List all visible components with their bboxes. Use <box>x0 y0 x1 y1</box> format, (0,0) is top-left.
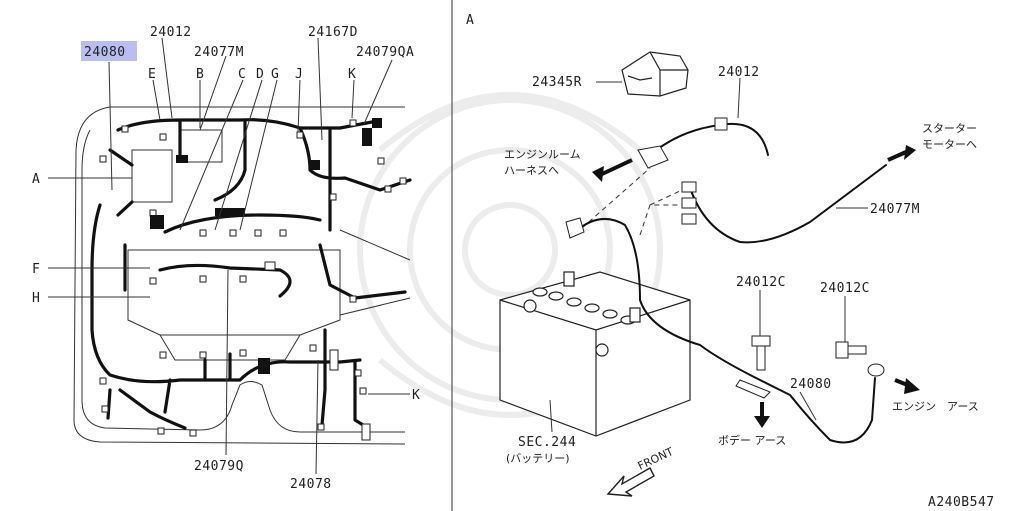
jp-body-earth: ボデー アース <box>718 433 786 447</box>
engine-room-arrowhead-icon <box>592 166 604 182</box>
starter-arrowhead-icon <box>904 145 916 160</box>
letter-b: B <box>196 67 204 82</box>
letter-h: H <box>32 291 40 306</box>
connectors-left <box>99 119 407 441</box>
leader-24012-right <box>737 77 741 119</box>
body-earth-arrowhead-icon <box>754 416 770 428</box>
label-24077m-right[interactable]: 24077M <box>870 202 920 217</box>
letter-j: J <box>295 67 303 82</box>
battery-box <box>131 149 173 203</box>
jp-engine-room-1: エンジンルーム <box>504 148 581 161</box>
label-24167d[interactable]: 24167D <box>308 25 358 40</box>
engine-block-outline <box>127 249 341 361</box>
jp-engine-room-2: ハーネスへ <box>504 164 559 177</box>
label-24079qa[interactable]: 24079QA <box>356 45 414 60</box>
connector-24012 <box>714 117 728 131</box>
label-sec244: SEC.244 <box>518 435 576 450</box>
battery <box>499 271 691 437</box>
starter-arrow <box>887 150 907 162</box>
label-24079q[interactable]: 24079Q <box>194 459 244 474</box>
cable-24077m <box>689 164 887 244</box>
letter-g: G <box>271 67 279 82</box>
label-24012c-2[interactable]: 24012C <box>820 281 870 296</box>
engine-room-arrow <box>599 158 633 177</box>
leader-sec244 <box>549 399 553 433</box>
view-label-a: A <box>466 13 474 28</box>
label-24345r[interactable]: 24345R <box>532 75 582 90</box>
black-clips-left <box>150 118 382 374</box>
highlight-24080 <box>81 41 137 61</box>
right-panel: A 24345R 24012 24077M スターター モーターへ エンジンルー… <box>466 13 995 510</box>
letter-e: E <box>148 67 156 82</box>
letter-c: C <box>238 67 246 82</box>
connector-plug-top <box>637 145 669 169</box>
label-battery: (バッテリー) <box>506 452 570 465</box>
body-terminal <box>735 379 771 399</box>
label-24077m-left[interactable]: 24077M <box>194 45 244 60</box>
leader-24080-right <box>799 391 817 421</box>
label-24012-right[interactable]: 24012 <box>718 65 760 80</box>
label-24012-left[interactable]: 24012 <box>150 25 192 40</box>
letter-k-top: K <box>348 67 356 82</box>
figure-code: A240B547 <box>928 495 995 510</box>
bolt-engine <box>835 341 867 359</box>
cable-24012 <box>649 122 769 156</box>
connector-b <box>681 197 697 209</box>
harness-main <box>90 118 412 430</box>
battery-clamp <box>565 217 585 239</box>
front-arrow-icon <box>606 467 655 497</box>
bolt-body <box>751 335 771 371</box>
leader-lines-left <box>48 37 411 475</box>
label-24012c-1[interactable]: 24012C <box>736 275 786 290</box>
relay-cover-24345r <box>621 51 689 97</box>
letter-a: A <box>32 172 40 187</box>
connector-c <box>681 213 697 225</box>
label-24080-highlighted[interactable]: 24080 <box>84 45 126 60</box>
connector-a <box>681 181 697 193</box>
ring-terminal <box>867 363 885 377</box>
letter-d: D <box>256 67 264 82</box>
engine-earth-arrowhead-icon <box>904 378 920 394</box>
jp-starter-2: モーターへ <box>922 138 977 151</box>
battery-cable <box>574 217 876 444</box>
label-24080-right[interactable]: 24080 <box>790 377 832 392</box>
dashed-assembly-lines <box>581 167 683 236</box>
label-24078[interactable]: 24078 <box>290 477 332 492</box>
letter-k-bottom: K <box>412 388 420 403</box>
label-front: FRONT <box>636 445 676 473</box>
left-panel: 24080 24012 24077M 24167D 24079QA 24079Q… <box>32 25 420 492</box>
jp-engine-earth: エンジン アース <box>892 400 979 413</box>
engine-bay-outline <box>73 106 406 445</box>
letter-f: F <box>32 262 40 277</box>
jp-starter-1: スターター <box>922 122 977 135</box>
